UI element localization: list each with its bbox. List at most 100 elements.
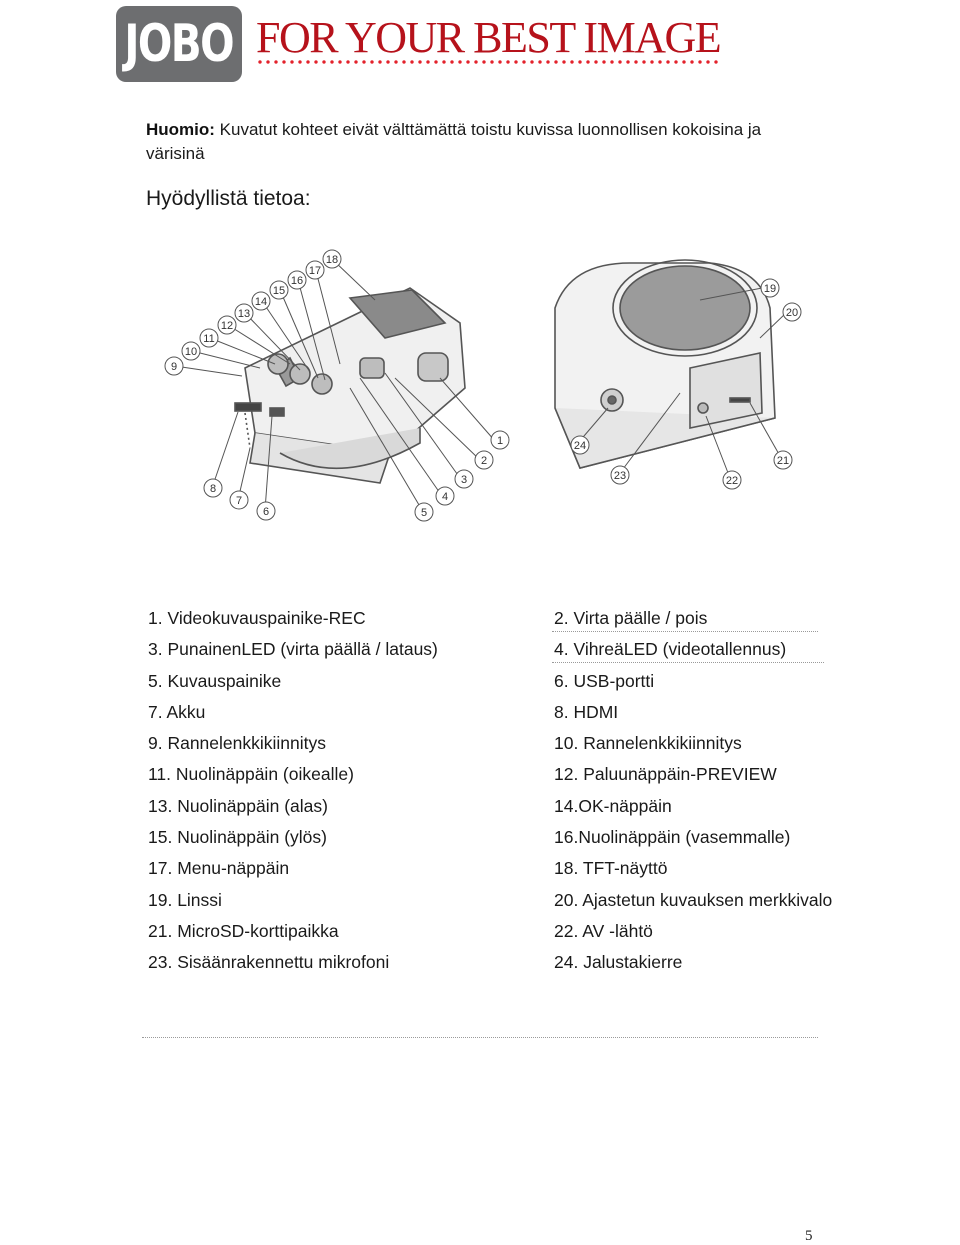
svg-text:22: 22: [726, 475, 738, 487]
svg-text:13: 13: [238, 308, 250, 320]
note-label: Huomio:: [146, 120, 215, 139]
row-divider: [552, 631, 818, 633]
part-right: 18. TFT-näyttö: [554, 858, 668, 879]
svg-text:17: 17: [309, 265, 321, 277]
svg-text:14: 14: [255, 296, 267, 308]
camera-back-view: [234, 287, 466, 484]
callout-12: 12: [217, 315, 237, 335]
part-left: 11. Nuolinäppäin (oikealle): [148, 764, 354, 785]
callout-14: 14: [251, 291, 271, 311]
callout-10: 10: [181, 341, 201, 361]
callout-15: 15: [269, 280, 289, 300]
svg-text:10: 10: [185, 346, 197, 358]
part-left: 7. Akku: [148, 701, 206, 722]
svg-text:18: 18: [326, 254, 338, 266]
camera-diagram: 1 2 3 4 5 6 7 8 9 10 11 12 13 14 15 16 1…: [164, 249, 802, 522]
svg-text:24: 24: [574, 440, 586, 452]
svg-text:23: 23: [614, 470, 626, 482]
callout-5: 5: [414, 502, 434, 522]
part-right: 6. USB-portti: [554, 670, 655, 691]
svg-text:7: 7: [236, 495, 242, 507]
part-left: 23. Sisäänrakennettu mikrofoni: [148, 952, 390, 973]
logo-text: JOBO: [124, 14, 235, 74]
list-item: 17. Menu-näppäin 18. TFT-näyttö: [144, 853, 824, 884]
page-header: JOBO FOR YOUR BEST IMAGE: [0, 0, 960, 100]
callout-1: 1: [490, 430, 510, 450]
svg-text:12: 12: [221, 320, 233, 332]
part-right: 8. HDMI: [554, 701, 619, 722]
part-left: 21. MicroSD-korttipaikka: [148, 920, 339, 941]
camera-front-view: [554, 259, 776, 469]
svg-text:1: 1: [497, 435, 503, 447]
list-item: 13. Nuolinäppäin (alas) 14.OK-näppäin: [144, 791, 824, 822]
svg-text:6: 6: [263, 506, 269, 518]
callout-22: 22: [722, 470, 742, 490]
camera-front-leaders: [577, 287, 787, 479]
list-item: 3. PunainenLED (virta päällä / lataus) 4.…: [144, 634, 824, 665]
list-item: 1. Videokuvauspainike-REC 2. Virta päälle…: [144, 603, 824, 634]
list-item: 7. Akku 8. HDMI: [144, 697, 824, 728]
callout-19: 19: [760, 278, 780, 298]
part-right: 4. VihreäLED (videotallennus): [554, 639, 787, 660]
list-item: 15. Nuolinäppäin (ylös) 16.Nuolinäppäin (…: [144, 822, 824, 853]
svg-text:16: 16: [291, 275, 303, 287]
svg-text:4: 4: [442, 491, 448, 503]
part-right: 16.Nuolinäppäin (vasemmalle): [554, 827, 791, 848]
part-left: 3. PunainenLED (virta päällä / lataus): [148, 639, 438, 660]
callout-3: 3: [454, 469, 474, 489]
row-divider: [552, 662, 824, 664]
callout-23: 23: [610, 465, 630, 485]
part-left: 13. Nuolinäppäin (alas): [148, 795, 328, 816]
part-left: 19. Linssi: [148, 889, 222, 910]
list-item: 21. MicroSD-korttipaikka 22. AV -lähtö: [144, 916, 824, 947]
svg-text:21: 21: [777, 455, 789, 467]
callout-18: 18: [322, 249, 342, 269]
jobo-logo: JOBO: [116, 6, 242, 82]
svg-text:19: 19: [764, 283, 776, 295]
callout-16: 16: [287, 270, 307, 290]
part-left: 5. Kuvauspainike: [148, 670, 282, 691]
svg-text:5: 5: [421, 507, 427, 519]
callout-2: 2: [474, 450, 494, 470]
callout-labels: 1 2 3 4 5 6 7 8 9 10 11 12 13 14 15 16 1…: [164, 249, 802, 522]
callout-8: 8: [203, 478, 223, 498]
list-item: 5. Kuvauspainike 6. USB-portti: [144, 666, 824, 697]
list-item: 11. Nuolinäppäin (oikealle) 12. Paluunäpp…: [144, 759, 824, 790]
part-right: 2. Virta päälle / pois: [554, 608, 708, 628]
camera-back-leaders: [174, 259, 496, 511]
svg-text:11: 11: [203, 333, 214, 345]
part-left: 15. Nuolinäppäin (ylös): [148, 827, 327, 848]
svg-text:9: 9: [171, 361, 177, 373]
page-number: 5: [805, 1228, 813, 1244]
callout-24: 24: [570, 435, 590, 455]
svg-text:3: 3: [461, 474, 467, 486]
tagline-dot-underline: [256, 60, 721, 64]
part-right: 20. Ajastetun kuvauksen merkkivalo: [554, 889, 833, 910]
svg-text:8: 8: [210, 483, 216, 495]
list-item: 23. Sisäänrakennettu mikrofoni 24. Jalust…: [144, 947, 824, 978]
part-left: 1. Videokuvauspainike-REC: [148, 608, 366, 628]
callout-7: 7: [229, 490, 249, 510]
callout-20: 20: [782, 302, 802, 322]
part-right: 24. Jalustakierre: [554, 952, 683, 973]
footer-divider: [142, 1037, 818, 1039]
part-right: 14.OK-näppäin: [554, 795, 672, 816]
note-text: Kuvatut kohteet eivät välttämättä toistu…: [146, 120, 762, 163]
callout-11: 11: [199, 328, 219, 348]
svg-text:15: 15: [273, 285, 285, 297]
callout-21: 21: [773, 450, 793, 470]
part-right: 22. AV -lähtö: [554, 920, 653, 941]
part-left: 17. Menu-näppäin: [148, 858, 290, 879]
list-item: 19. Linssi 20. Ajastetun kuvauksen merkki…: [144, 885, 832, 916]
part-right: 12. Paluunäppäin-PREVIEW: [554, 764, 777, 785]
callout-13: 13: [234, 303, 254, 323]
tagline: FOR YOUR BEST IMAGE: [256, 13, 722, 62]
callout-6: 6: [256, 501, 276, 521]
svg-text:2: 2: [481, 455, 487, 467]
callout-9: 9: [164, 356, 184, 376]
parts-list: 1. Videokuvauspainike-REC 2. Virta päälle…: [144, 603, 832, 979]
part-right: 10. Rannelenkkikiinnitys: [554, 733, 742, 754]
callout-17: 17: [305, 260, 325, 280]
part-left: 9. Rannelenkkikiinnitys: [148, 733, 327, 754]
note-paragraph: Huomio: Kuvatut kohteet eivät välttämätt…: [146, 118, 786, 166]
